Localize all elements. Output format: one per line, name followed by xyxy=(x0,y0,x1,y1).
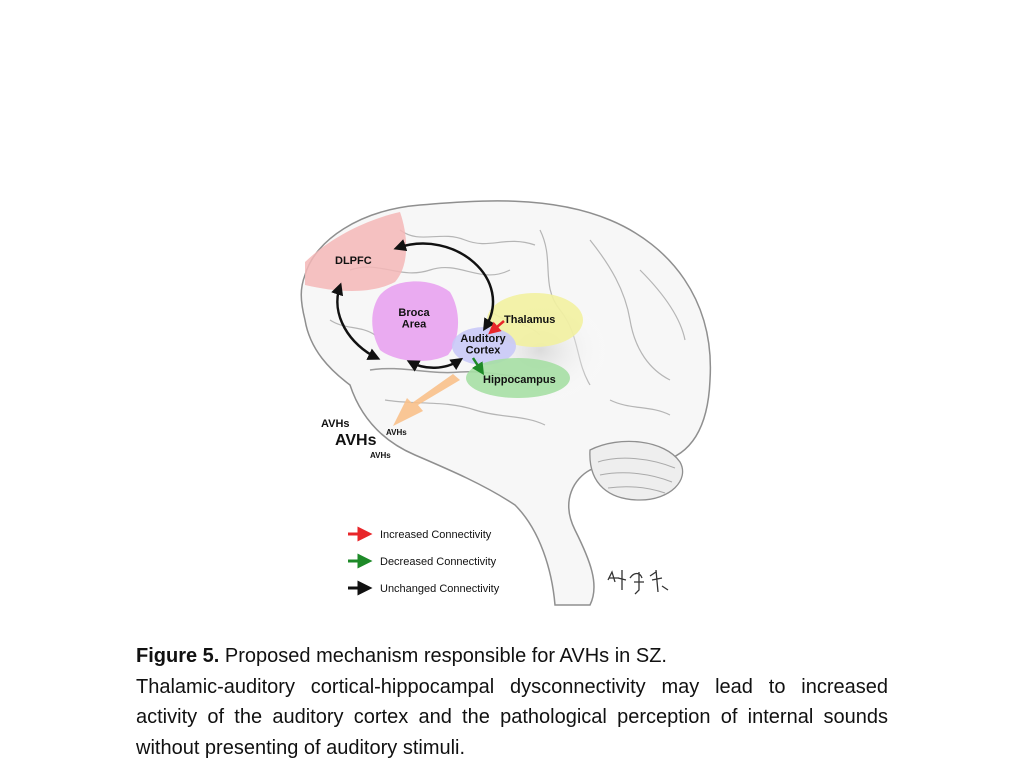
avh-label-small-right: AVHs xyxy=(386,428,407,437)
caption-label: Figure 5. xyxy=(136,645,220,667)
thalamus-label: Thalamus xyxy=(504,314,555,326)
thalamus-auditory-arrow xyxy=(488,320,505,335)
avh-label-small-bottom: AVHs xyxy=(370,451,391,460)
caption-body: Thalamic-auditory cortical-hippocampal d… xyxy=(136,675,888,759)
hippocampus-label: Hippocampus xyxy=(483,374,556,386)
dlpfc-broca-arrow xyxy=(331,282,381,360)
dlpfc-label: DLPFC xyxy=(335,255,372,267)
auditory-cortex-region xyxy=(452,327,516,365)
hippocampus-region xyxy=(466,358,570,398)
legend-label-unchanged: Unchanged Connectivity xyxy=(380,583,500,595)
legend: Increased Connectivity Decreased Connect… xyxy=(348,526,500,596)
legend-label-decreased: Decreased Connectivity xyxy=(380,556,497,568)
auditory-hippocampus-arrow xyxy=(471,357,485,376)
thalamus-region xyxy=(487,293,583,347)
dlpfc-region xyxy=(305,212,407,291)
broca-auditory-arrow xyxy=(406,357,464,372)
legend-item-increased: Increased Connectivity xyxy=(348,526,492,542)
dlpfc-auditory-arrow xyxy=(393,239,495,332)
avh-label-main: AVHs xyxy=(321,418,350,430)
legend-item-unchanged: Unchanged Connectivity xyxy=(348,580,500,596)
figure-caption: Figure 5. Proposed mechanism responsible… xyxy=(136,641,888,763)
caption-title: Proposed mechanism responsible for AVHs … xyxy=(219,645,667,667)
legend-item-decreased: Decreased Connectivity xyxy=(348,553,497,569)
artist-signature xyxy=(607,569,669,595)
legend-label-increased: Increased Connectivity xyxy=(380,529,492,541)
avh-label-large: AVHs xyxy=(335,432,377,449)
avh-arrow xyxy=(393,374,460,426)
